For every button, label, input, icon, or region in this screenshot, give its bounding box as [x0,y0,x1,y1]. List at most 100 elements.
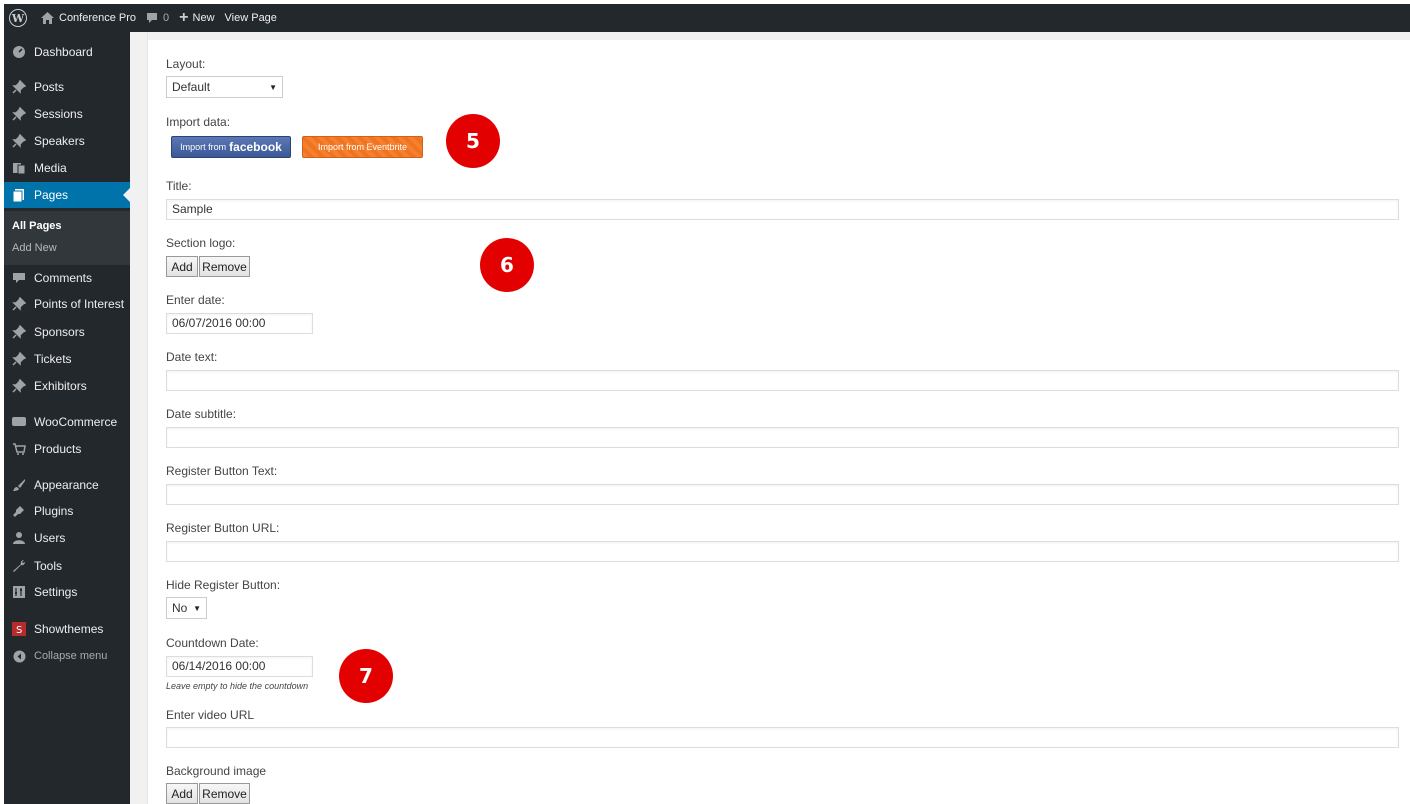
sidebar-item-tools[interactable]: Tools [4,553,130,579]
countdown-date-value: 06/14/2016 00:00 [172,659,266,673]
annotation-badge-6-number: 6 [500,253,514,277]
sidebar-item-label: Speakers [34,134,85,148]
comment-icon [11,270,27,286]
site-name-link[interactable]: Conference Pro [36,4,141,32]
hide-register-button-value: No [172,601,188,615]
user-icon [11,530,27,546]
sidebar-item-label: Pages [34,188,69,202]
sidebar-item-label: Users [34,531,66,545]
pin-icon [11,133,27,149]
site-name-label: Conference Pro [59,12,137,24]
sidebar-item-posts[interactable]: Posts [4,74,130,100]
admin-bar: W Conference Pro 0 + New View Page [4,4,1410,32]
background-image-add-button[interactable]: Add [166,783,198,804]
pin-icon [11,351,27,367]
content-gutter [130,32,148,804]
background-image-label: Background image [166,764,267,778]
facebook-brand-label: facebook [229,140,282,154]
sidebar-item-exhibitors[interactable]: Exhibitors [4,373,130,399]
sidebar-item-media[interactable]: Media [4,155,130,181]
svg-text:S: S [16,625,22,636]
sidebar-item-users[interactable]: Users [4,525,130,551]
countdown-date-input[interactable]: 06/14/2016 00:00 [166,656,313,677]
wordpress-logo-icon: W [9,9,27,27]
background-image-remove-button[interactable]: Remove [199,783,250,804]
import-eventbrite-label: Import from Eventbrite [317,142,408,152]
view-page-link[interactable]: View Page [220,4,282,32]
cart-icon [11,441,27,457]
register-button-url-input[interactable] [166,541,1399,562]
date-subtitle-label: Date subtitle: [166,407,237,421]
collapse-arrow-icon [11,648,27,664]
sidebar-item-woocommerce[interactable]: WooCommerce [4,409,130,435]
enter-date-input[interactable]: 06/07/2016 00:00 [166,313,313,334]
pin-icon [11,378,27,394]
annotation-badge-7-number: 7 [359,664,373,688]
sidebar-item-label: Sessions [34,107,83,121]
view-page-label: View Page [224,12,277,24]
sidebar-item-tickets[interactable]: Tickets [4,346,130,372]
section-logo-remove-button[interactable]: Remove [199,256,250,277]
wp-logo-menu[interactable]: W [4,4,36,32]
pages-icon [11,187,27,203]
sidebar-item-dashboard[interactable]: Dashboard [4,39,130,65]
annotation-badge-6: 6 [480,238,534,292]
submenu-all-pages[interactable]: All Pages [12,220,62,232]
sidebar-item-label: Tickets [34,352,72,366]
sidebar-item-speakers[interactable]: Speakers [4,128,130,154]
hide-register-button-label: Hide Register Button: [166,578,281,592]
video-url-input[interactable] [166,727,1399,748]
media-icon [11,160,27,176]
wrench-icon [11,558,27,574]
sidebar-item-points-of-interest[interactable]: Points of Interest [4,291,130,317]
admin-sidebar: Dashboard Posts Sessions Speakers Media … [4,32,130,804]
submenu-add-new[interactable]: Add New [12,242,57,254]
date-text-label: Date text: [166,350,218,364]
sidebar-item-settings[interactable]: Settings [4,579,130,605]
title-input[interactable]: Sample [166,199,1399,220]
comments-count: 0 [163,12,170,24]
sidebar-item-sessions[interactable]: Sessions [4,101,130,127]
hide-register-button-select[interactable]: No ▼ [166,597,207,619]
background-image-remove-label: Remove [202,786,247,801]
sidebar-item-plugins[interactable]: Plugins [4,498,130,524]
sidebar-item-appearance[interactable]: Appearance [4,472,130,498]
sidebar-item-sponsors[interactable]: Sponsors [4,319,130,345]
pages-submenu: All Pages Add New [4,211,130,265]
import-eventbrite-button[interactable]: Import from Eventbrite [302,136,423,158]
pin-icon [11,296,27,312]
sidebar-item-showthemes[interactable]: S Showthemes [4,616,130,642]
sidebar-item-products[interactable]: Products [4,436,130,462]
register-button-text-label: Register Button Text: [166,464,278,478]
title-input-value: Sample [172,202,213,216]
dropdown-arrow-icon: ▼ [269,82,277,92]
import-facebook-prefix: Import from [180,142,227,152]
new-content-link[interactable]: + New [174,4,219,32]
countdown-hint: Leave empty to hide the countdown [166,681,309,691]
sidebar-item-label: Points of Interest [34,297,125,311]
title-label: Title: [166,179,192,193]
countdown-date-label: Countdown Date: [166,636,259,650]
date-text-input[interactable] [166,370,1399,391]
sidebar-item-label: WooCommerce [34,415,118,429]
sidebar-item-label: Plugins [34,504,74,518]
layout-select[interactable]: Default ▼ [166,76,283,98]
sidebar-item-comments[interactable]: Comments [4,265,130,291]
pin-icon [11,79,27,95]
pin-icon [11,106,27,122]
sidebar-item-label: Media [34,161,67,175]
sidebar-item-pages[interactable]: Pages [4,182,130,208]
comment-icon [146,12,158,24]
section-logo-remove-label: Remove [202,259,247,274]
section-logo-label: Section logo: [166,236,236,250]
collapse-menu-button[interactable]: Collapse menu [4,643,130,669]
import-data-label: Import data: [166,115,231,129]
enter-date-label: Enter date: [166,293,225,307]
register-button-text-input[interactable] [166,484,1399,505]
register-button-url-label: Register Button URL: [166,521,280,535]
section-logo-add-button[interactable]: Add [166,256,198,277]
import-facebook-button[interactable]: Import from facebook [171,136,291,158]
comments-link[interactable]: 0 [141,4,174,32]
date-subtitle-input[interactable] [166,427,1399,448]
background-image-add-label: Add [171,786,193,801]
